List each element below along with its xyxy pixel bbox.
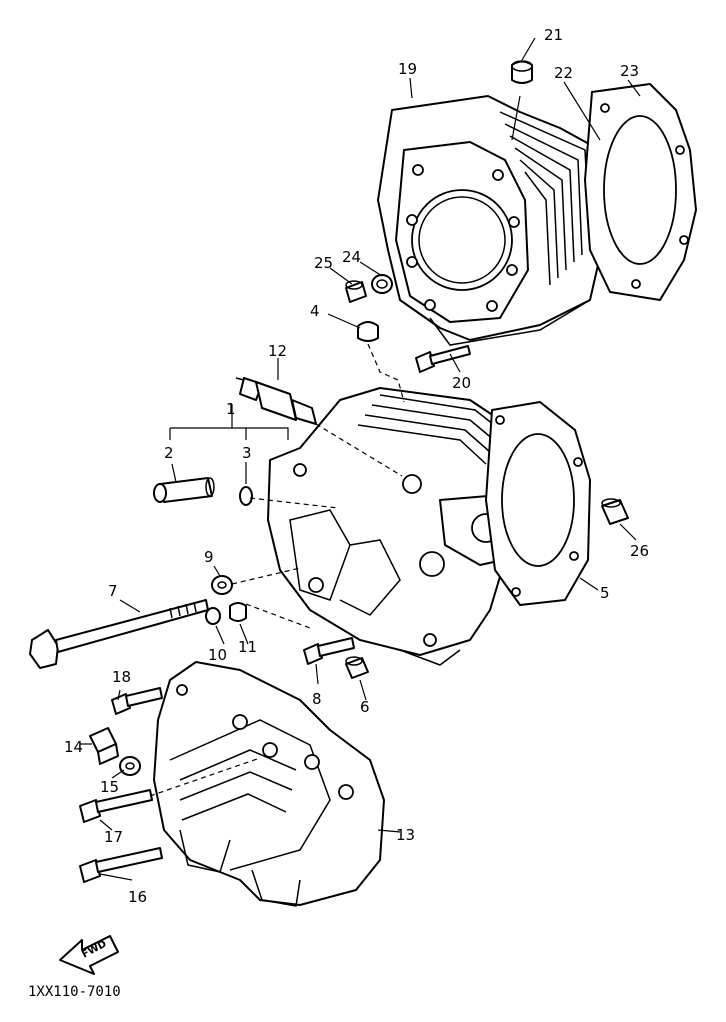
callout-10: 10 xyxy=(208,646,227,664)
callout-12: 12 xyxy=(268,342,287,360)
callout-5: 5 xyxy=(600,584,610,602)
o-ring-10 xyxy=(205,607,221,625)
callout-25: 25 xyxy=(314,254,333,272)
leader-lines xyxy=(80,37,641,881)
stud-bolt-7 xyxy=(29,599,209,669)
seal-24 xyxy=(371,274,393,294)
circlip xyxy=(239,486,253,506)
callout-15: 15 xyxy=(100,778,119,796)
callout-24: 24 xyxy=(342,248,361,266)
callout-26: 26 xyxy=(630,542,649,560)
callout-numbers: 21 19 22 23 25 24 4 12 20 1 2 3 9 26 5 7… xyxy=(64,26,649,906)
bolt-18 xyxy=(111,687,163,715)
drain-plug-14 xyxy=(89,727,119,765)
callout-7: 7 xyxy=(108,582,118,600)
callout-2: 2 xyxy=(164,444,174,462)
callout-9: 9 xyxy=(204,548,214,566)
callout-14: 14 xyxy=(64,738,83,756)
dowel-pin-11 xyxy=(229,602,247,622)
callout-4: 4 xyxy=(310,302,320,320)
bolt-17 xyxy=(79,789,153,823)
callout-3: 3 xyxy=(242,444,252,462)
callout-18: 18 xyxy=(112,668,131,686)
bolt-8 xyxy=(303,637,355,665)
cylinder-head-cover xyxy=(153,661,385,907)
callout-23: 23 xyxy=(620,62,639,80)
cylinder-base-gasket xyxy=(584,83,697,301)
callout-19: 19 xyxy=(398,60,417,78)
spark-plug xyxy=(235,377,317,425)
dowel-pin-26 xyxy=(601,498,629,525)
dowel-pin-25 xyxy=(345,280,367,303)
diagram-code: 1XX110-7010 xyxy=(28,984,121,1000)
callout-17: 17 xyxy=(104,828,123,846)
callout-11: 11 xyxy=(238,638,257,656)
callout-13: 13 xyxy=(396,826,415,844)
callout-21: 21 xyxy=(544,26,563,44)
cylinder-head-gasket xyxy=(485,401,591,606)
callout-22: 22 xyxy=(554,64,573,82)
callout-20: 20 xyxy=(452,374,471,392)
callout-1: 1 xyxy=(226,400,236,418)
dowel-pin-6 xyxy=(345,656,369,679)
bolt-20 xyxy=(415,345,471,373)
cylinder-head xyxy=(267,387,531,666)
cap-21 xyxy=(511,60,533,84)
cylinder-block xyxy=(377,95,607,346)
valve-guide xyxy=(153,477,215,503)
dowel-pin-4 xyxy=(357,321,379,342)
callout-6: 6 xyxy=(360,698,370,716)
callout-8: 8 xyxy=(312,690,322,708)
bolt-16 xyxy=(79,847,163,883)
callout-16: 16 xyxy=(128,888,147,906)
washer-15 xyxy=(119,756,141,776)
washer-9 xyxy=(211,575,233,595)
forward-arrow-icon: FWD xyxy=(59,935,119,975)
